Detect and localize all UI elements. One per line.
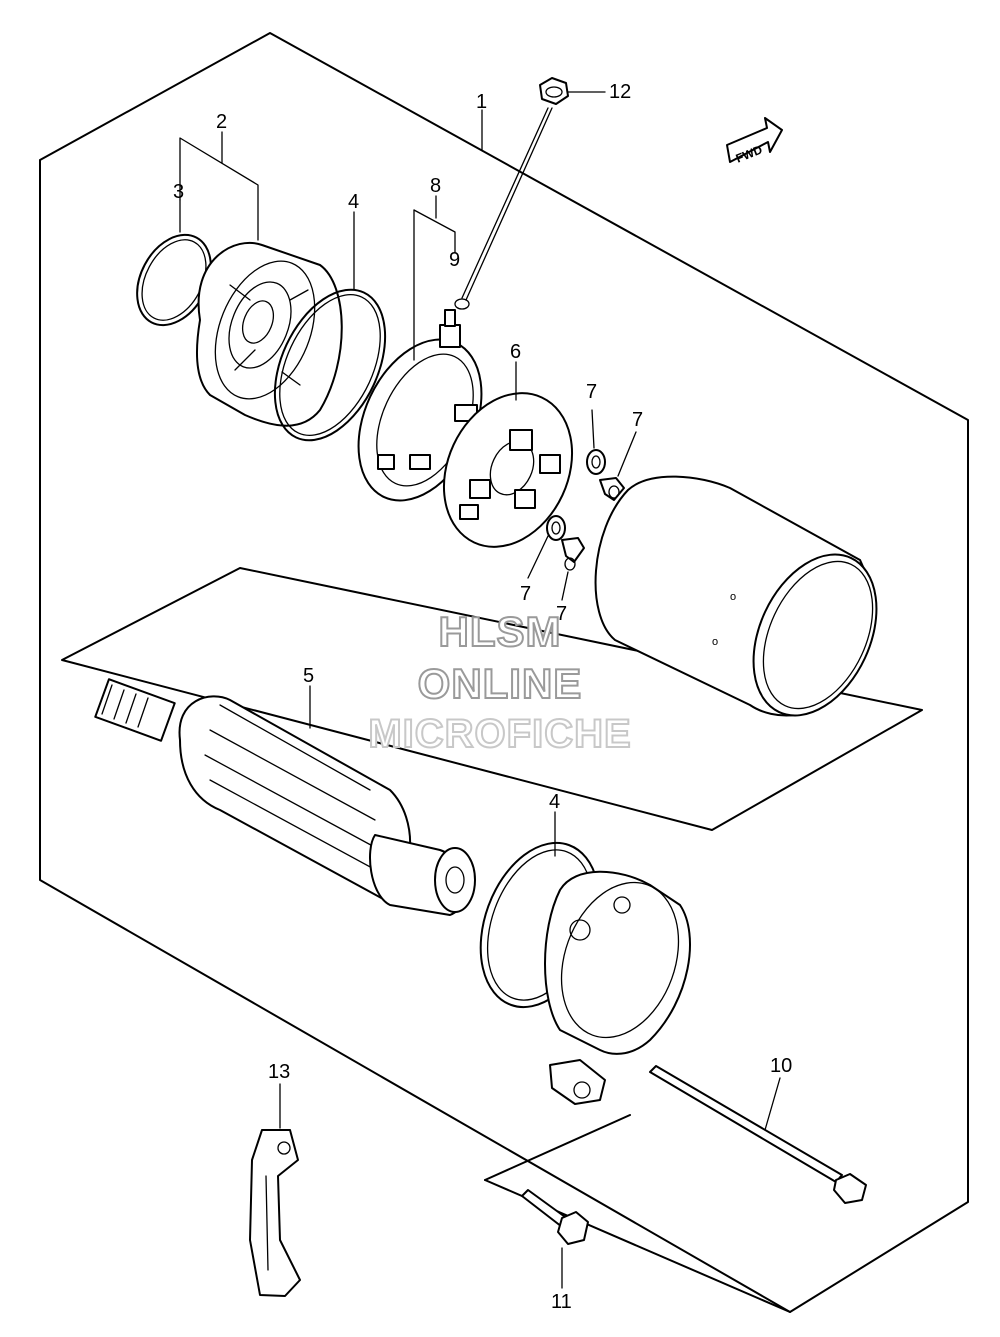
washer-9 — [454, 298, 470, 310]
armature-plane — [61, 567, 923, 831]
callout-7d: 7 — [556, 603, 567, 625]
brush-7d — [561, 537, 585, 571]
callout-5: 5 — [303, 665, 314, 687]
brush-7a — [586, 449, 606, 475]
front-cover-2 — [196, 241, 343, 427]
svg-text:o: o — [712, 636, 718, 648]
callout-9: 9 — [449, 249, 460, 271]
fwd-arrow-icon: FWD — [726, 117, 783, 166]
assembly-outline — [39, 32, 969, 1313]
brush-7c — [546, 515, 566, 541]
brush-7b — [599, 477, 625, 501]
brush-plate-6 — [442, 392, 574, 548]
callout-3: 3 — [173, 181, 184, 203]
seal-ring-4-top — [273, 288, 387, 442]
svg-text:o: o — [730, 591, 736, 603]
callout-1: 1 — [476, 91, 487, 113]
bracket-13 — [249, 1129, 301, 1297]
callout-13: 13 — [268, 1061, 290, 1083]
callout-4-top: 4 — [348, 191, 359, 213]
callout-8: 8 — [430, 175, 441, 197]
lower-panel-outline — [484, 1114, 631, 1181]
nut-12 — [539, 77, 569, 105]
watermark-line-1: HLSM — [438, 607, 562, 656]
yoke-case: o o — [594, 475, 878, 717]
watermark-line-2: ONLINE — [417, 659, 583, 708]
callout-7c: 7 — [520, 583, 531, 605]
callout-2: 2 — [216, 111, 227, 133]
watermark-line-3: MICROFICHE — [367, 711, 632, 757]
long-bolt-10 — [649, 1065, 867, 1204]
rear-cover — [544, 870, 691, 1105]
callout-7b: 7 — [632, 409, 643, 431]
callout-6: 6 — [510, 341, 521, 363]
armature-5 — [94, 678, 476, 916]
callout-4-bottom: 4 — [549, 791, 560, 813]
callout-12: 12 — [609, 81, 631, 103]
callout-11: 11 — [551, 1291, 572, 1313]
bolt-11 — [521, 1189, 589, 1245]
callout-7a: 7 — [586, 381, 597, 403]
callout-10: 10 — [770, 1055, 792, 1077]
